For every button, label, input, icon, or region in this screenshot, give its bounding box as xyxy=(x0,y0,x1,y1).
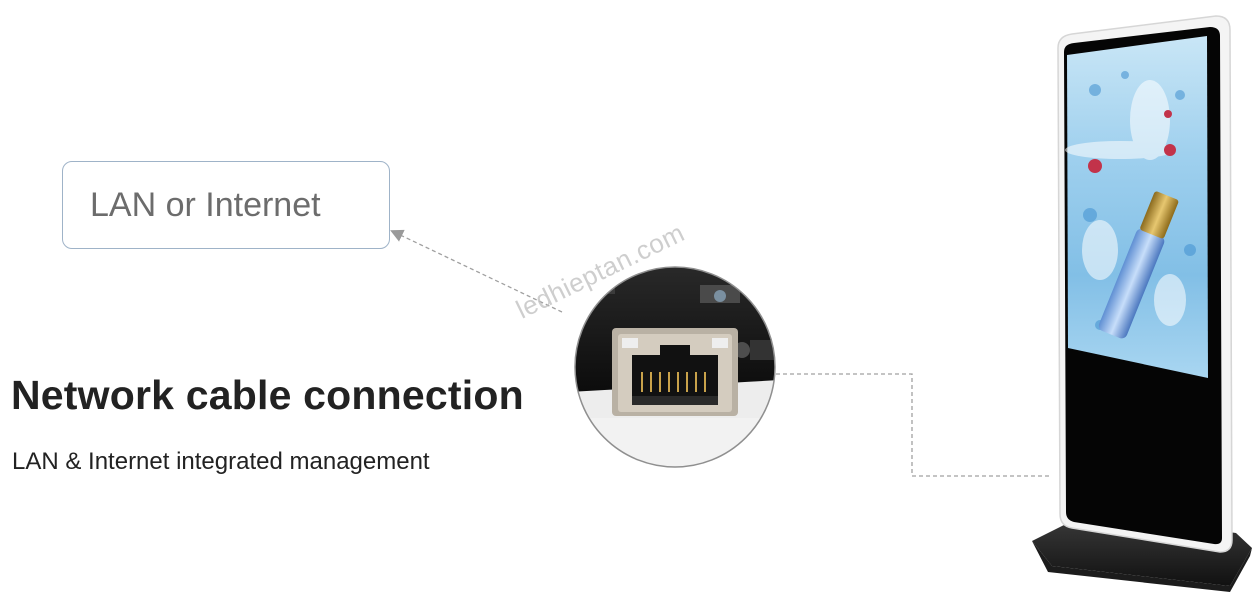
page-title: Network cable connection xyxy=(11,372,524,418)
rj45-port-icon xyxy=(574,266,776,468)
lan-or-internet-box: LAN or Internet xyxy=(62,161,390,249)
dashed-connector-line xyxy=(776,373,1050,477)
dashed-arrow-icon xyxy=(390,229,563,313)
digital-signage-kiosk-icon xyxy=(1032,15,1252,592)
page-subtitle: LAN & Internet integrated management xyxy=(12,448,430,475)
lan-or-internet-label: LAN or Internet xyxy=(90,185,321,224)
